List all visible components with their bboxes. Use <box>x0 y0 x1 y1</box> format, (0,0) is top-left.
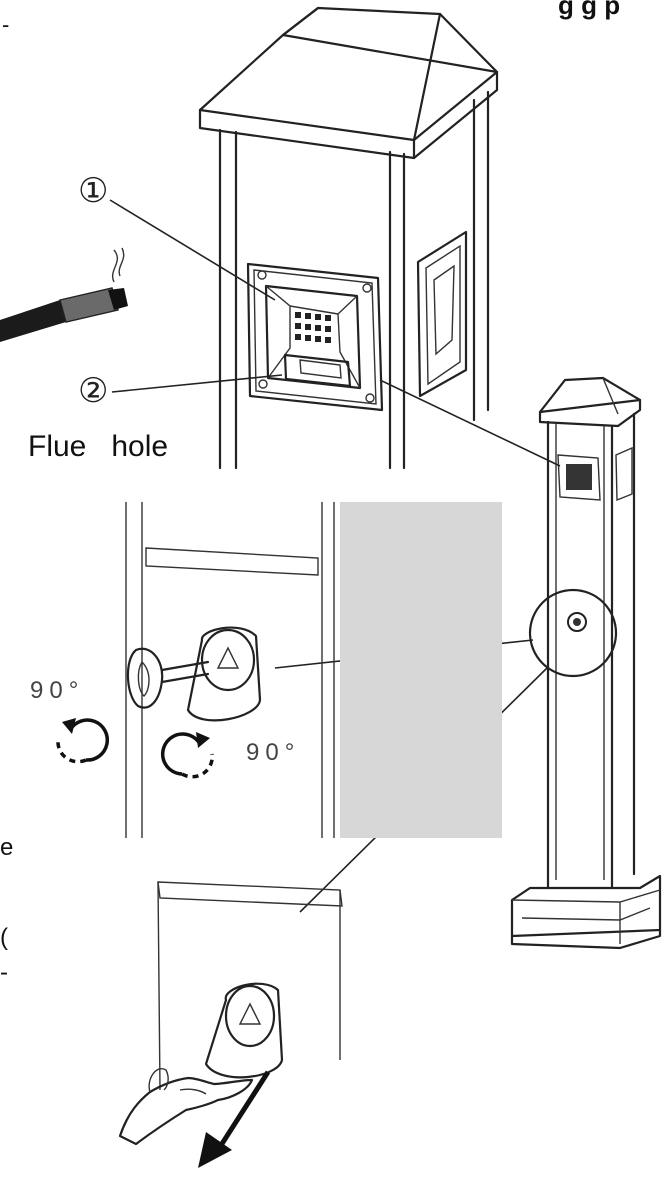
callout-2-leader <box>111 374 283 393</box>
callout-2-label: ② <box>78 372 108 410</box>
pull-down-arrow-icon <box>198 1070 271 1168</box>
flue-hole-label: Flue hole <box>28 430 168 463</box>
charging-plug-icon <box>0 247 128 342</box>
edge-text-top-right: g g p <box>558 0 620 20</box>
angle-right-label: 90° <box>246 739 300 766</box>
callout-1-label: ① <box>78 172 108 210</box>
edge-text-top-left: - <box>2 12 9 37</box>
leader-panel-to-post <box>379 379 561 467</box>
rotate-clockwise-icon <box>161 732 214 779</box>
key-lock-detail <box>125 502 502 838</box>
edge-text-mid-left-2: ( <box>0 924 8 951</box>
cylinder-removal-detail <box>157 881 343 1091</box>
edge-text-mid-left-1: e <box>0 834 13 861</box>
edge-text-mid-left-3: - <box>0 959 8 986</box>
large-post-illustration <box>198 6 499 470</box>
small-post-illustration <box>510 376 662 950</box>
lock-magnifier-circle <box>528 588 618 678</box>
callout-1-leader <box>109 199 276 301</box>
small-lock-icon <box>567 612 587 632</box>
rotate-counterclockwise-icon <box>56 718 110 764</box>
angle-left-label: 90° <box>30 677 84 704</box>
outlet-vent-grid <box>295 312 331 343</box>
hand-icon <box>118 1068 254 1146</box>
